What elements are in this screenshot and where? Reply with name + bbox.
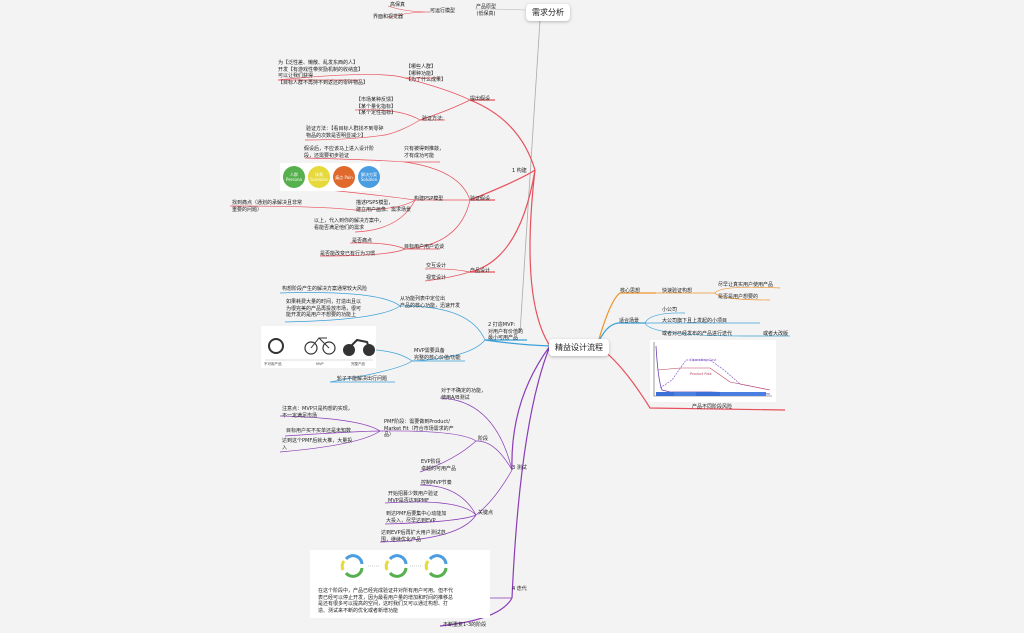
psp-note-3: 以上，代入到你的解决方案中， 看能否满足他们的需求	[314, 218, 385, 231]
proto-label: 产品原型 (低保真)	[476, 4, 497, 17]
product-design: 产品设计	[470, 268, 491, 274]
complete-label: 完整产品	[351, 362, 365, 366]
loop-icons	[340, 554, 448, 578]
pmf-note-2: 目标用户买不买单还是未知数	[286, 428, 352, 434]
iteration-image: 在这个阶段中，产品已经完成验证并对所有用户可用。但不代 表已经可以停止开发，因为…	[310, 550, 490, 618]
ask-hypothesis: 提出假设	[470, 96, 491, 102]
pmf-note-1: 注意点：MVP只是构想的实现， 不一定满足市场	[282, 406, 353, 419]
key-1: 控制MVP节奏	[421, 480, 452, 486]
verify-method: 验证方法:	[422, 116, 444, 122]
key-4: 达到EVP后再扩大用户测试范 围，继续优化产品	[381, 530, 446, 543]
target-q2: 是否能改变已有行为习惯	[320, 251, 376, 257]
psp-model: 构建PSP模型	[414, 196, 444, 202]
mvp-note-2: 如果耗费大量的时间，打造出且以 为很完美的产品再投放市场，很可 能开发的是用户不…	[286, 299, 362, 319]
psp-note-2: 描述PSP5模型， 建立用户画像、需求场景	[356, 200, 412, 213]
key-points: 关键点	[478, 510, 494, 516]
ask-note: 为【泛性差、懒散、乱发东西的人】 开发【有游戏性带奖励机制的收纳盒】 可以让我们…	[278, 60, 369, 86]
evp-stage: EVP阶段 卓越的可用产品	[421, 459, 457, 472]
check-hypothesis: 验证假设	[470, 196, 491, 202]
highfi-label: 高保真	[390, 2, 406, 8]
mvp-img-label: MVP	[316, 362, 324, 366]
mvp-value: MVP需要具备 完整的核心价值/功能	[414, 348, 461, 361]
persona-circle: 人群 Persona	[283, 166, 305, 188]
branch-test: 3 测试	[512, 465, 527, 471]
iteration-note: 在这个阶段中，产品已经完成验证并对所有用户可用。但不代 表已经可以停止开发，因为…	[318, 588, 454, 614]
pain-circle: 痛点 Pain	[333, 166, 355, 188]
feasible-label: 可运行模型	[430, 8, 456, 14]
check-note-2: 只有被得到推敲， 才有成功可能	[404, 146, 445, 159]
psp-note-1: 找到痛点（通划的承解决且非常 重要的问题）	[232, 200, 303, 213]
fit-4: 或者大改版	[763, 331, 789, 337]
legend-operating-cost: Operating Cost	[690, 358, 717, 362]
requirement-analysis-node[interactable]: 需求分析	[526, 4, 570, 21]
fast-1: 尽早让真实用户使用产品	[718, 282, 774, 288]
repeat-loop: 不断重复1-3的阶段	[443, 622, 487, 628]
fit-2: 大公司旗下且上发起的小项目	[662, 318, 728, 324]
ui-label: 界面和视觉器	[373, 14, 404, 20]
mvp-core: 从功能列表中定位出 产品的核心功能，迅速开发	[400, 296, 461, 309]
branch-mvp: 2 打造MVP: 对用户有价值的 最小可用产品	[488, 322, 524, 342]
pmf-note-3: 达到这个PMF后就大推，大量投 入	[282, 438, 353, 451]
verify-list: 【市场某种反馈】 【某个量化指标】 【某个定性指标】	[356, 97, 397, 117]
stage: 阶段	[478, 436, 489, 442]
psp-image: 人群 Persona 场景 Scenario 痛点 Pain 解决方案 Solu…	[280, 163, 380, 191]
core-idea: 核心思想	[620, 288, 641, 294]
key-3: 到达PMF后要集中心动能加 大投入，尽早达到EVP	[386, 511, 447, 524]
fit-3: 或者对已经发布的产品进行迭代	[662, 331, 733, 337]
solution-circle: 解决方案 Solution	[358, 166, 380, 188]
design-visual: 视觉设计	[426, 275, 447, 281]
fit-scene: 适合场景	[619, 318, 640, 324]
fast-2: 是否是用户想要的	[718, 294, 759, 300]
verify-note: 验证方法：【看目标人群找不到零碎 物品的次数是否明显减少】	[306, 126, 384, 139]
scenario-circle: 场景 Scenario	[308, 166, 330, 188]
risk-chart: Operating Cost Product Risk	[650, 340, 776, 402]
branch-iterate: 4 迭代	[512, 586, 527, 592]
target-q1: 是否痛点	[352, 238, 373, 244]
branch-build: 1 构建	[512, 168, 527, 174]
ab-note: 对于不确定的功能， 使用A/B测试	[441, 388, 487, 401]
key-2: 开始招募少数用户验证 MVP是否达到PMF	[388, 491, 439, 504]
legend-product-risk: Product Risk	[690, 372, 712, 376]
wheel-note: 轮子不能解决出行问题	[337, 376, 388, 382]
fit-1: 小公司	[662, 307, 678, 313]
risk-chart-svg	[653, 342, 772, 397]
target-interview: 目标用户用户访谈	[404, 244, 445, 250]
mvp-image: 不可用产品 MVP 完整产品	[261, 326, 376, 368]
risk-title: 产品不同阶段风险	[692, 404, 733, 410]
mvp-note-1: 构想阶段产生的解决方案通常较大风险	[282, 286, 368, 292]
root-node[interactable]: 精益设计流程	[549, 339, 609, 356]
fast-verify: 快速验证构想	[662, 288, 693, 294]
vehicle-icons	[265, 337, 375, 361]
ask-list: 【哪些人群】 【哪种功能】 【为了什么成果】	[406, 64, 447, 84]
pmf-stage: PMF阶段：需要做到Product/ Market Fit（符合市场需求的产 品…	[384, 419, 454, 439]
unusable-label: 不可用产品	[264, 362, 282, 366]
check-note-1: 假设后，不应该马上进入设计阶 段，还需要初步验证	[304, 146, 375, 159]
design-interaction: 交互设计	[426, 263, 447, 269]
